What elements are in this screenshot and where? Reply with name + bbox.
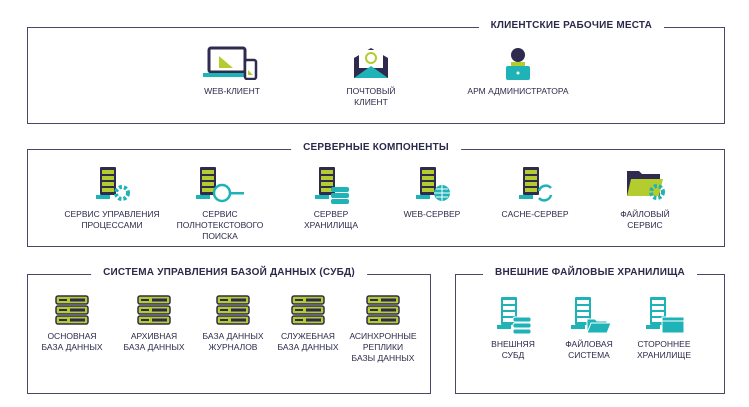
server-folder-icon [534,295,644,335]
label-line: CACHE-СЕРВЕР [501,209,569,219]
group-server-components: СЕРВЕРНЫЕ КОМПОНЕНТЫ [27,142,725,247]
external-database-icon [458,295,568,335]
server-search-icon [165,165,275,205]
database-rack-icon [328,295,438,327]
label-line: ОСНОВНАЯ [47,331,97,341]
label-line: БАЗА ДАННЫХ [202,331,264,341]
label-line: ФАЙЛОВАЯ [565,339,613,349]
component-server-refresh: CACHE-СЕРВЕР [480,165,590,220]
database-rack-icon [17,295,127,327]
label-line: СЛУЖЕБНАЯ [281,331,335,341]
label-line: СЕРВЕР [313,209,349,219]
label-line: БАЗА ДАННЫХ [123,342,185,352]
label-line: СЕРВИС [202,209,238,219]
server-refresh-icon [480,165,590,205]
group-title: ВНЕШНИЕ ФАЙЛОВЫЕ ХРАНИЛИЩА [483,267,697,278]
label-line: ПОЛНОТЕКСТОВОГО [176,220,264,230]
database-rack-icon [253,295,363,327]
server-database-icon [276,165,386,205]
mail-envelope-icon [316,46,426,82]
label-line: ХРАНИЛИЩА [303,220,358,230]
component-label: АРМ АДМИНИСТРАТОРА [463,86,573,97]
label-line: БАЗА ДАННЫХ [41,342,103,352]
database-rack-icon [178,295,288,327]
component-label: WEB-КЛИЕНТ [177,86,287,97]
group-external-storage: ВНЕШНИЕ ФАЙЛОВЫЕ ХРАНИЛИЩА [455,267,725,394]
admin-workstation-icon [463,46,573,82]
label-line: КЛИЕНТ [354,97,388,107]
label-line: АРМ АДМИНИСТРАТОРА [467,86,569,96]
folder-gear-icon [590,165,700,205]
label-line: ВНЕШНЯЯ [491,339,535,349]
component-admin-workstation: АРМ АДМИНИСТРАТОРА [463,46,573,97]
label-line: WEB-СЕРВЕР [403,209,461,219]
label-line: ХРАНИЛИЩЕ [636,350,691,360]
group-title: СИСТЕМА УПРАВЛЕНИЯ БАЗОЙ ДАННЫХ (СУБД) [91,267,367,278]
label-line: АСИНХРОННЫЕ [349,331,417,341]
laptop-phone-icon [177,46,287,82]
database-rack-icon [99,295,209,327]
group-dbms: СИСТЕМА УПРАВЛЕНИЯ БАЗОЙ ДАННЫХ (СУБД) [27,267,431,394]
label-line: РЕПЛИКИ [362,342,404,352]
group-client-workstations: КЛИЕНТСКИЕ РАБОЧИЕ МЕСТА [27,20,725,124]
label-line: СЕРВИС [627,220,663,230]
group-title: СЕРВЕРНЫЕ КОМПОНЕНТЫ [291,142,461,153]
label-line: ЖУРНАЛОВ [208,342,258,352]
label-line: ПОЧТОВЫЙ [346,86,396,96]
component-server-globe: WEB-СЕРВЕР [377,165,487,220]
label-line: СЕРВИС УПРАВЛЕНИЯ [64,209,160,219]
label-line: WEB-КЛИЕНТ [204,86,260,96]
label-line: СУБД [501,350,525,360]
server-window-icon [609,295,719,335]
label-line: СТОРОННЕЕ [637,339,691,349]
server-globe-icon [377,165,487,205]
label-line: АРХИВНАЯ [130,331,178,341]
component-laptop-phone: WEB-КЛИЕНТ [177,46,287,97]
label-line: ФАЙЛОВЫЙ [620,209,670,219]
server-gear-icon [57,165,167,205]
label-line: ПРОЦЕССАМИ [81,220,143,230]
label-line: БАЗЫ ДАННЫХ [351,353,415,363]
component-label: CACHE-СЕРВЕР [480,209,590,220]
label-line: ПОИСКА [202,231,238,241]
label-line: СИСТЕМА [568,350,610,360]
component-label: WEB-СЕРВЕР [377,209,487,220]
group-title: КЛИЕНТСКИЕ РАБОЧИЕ МЕСТА [478,20,664,31]
label-line: БАЗА ДАННЫХ [277,342,339,352]
